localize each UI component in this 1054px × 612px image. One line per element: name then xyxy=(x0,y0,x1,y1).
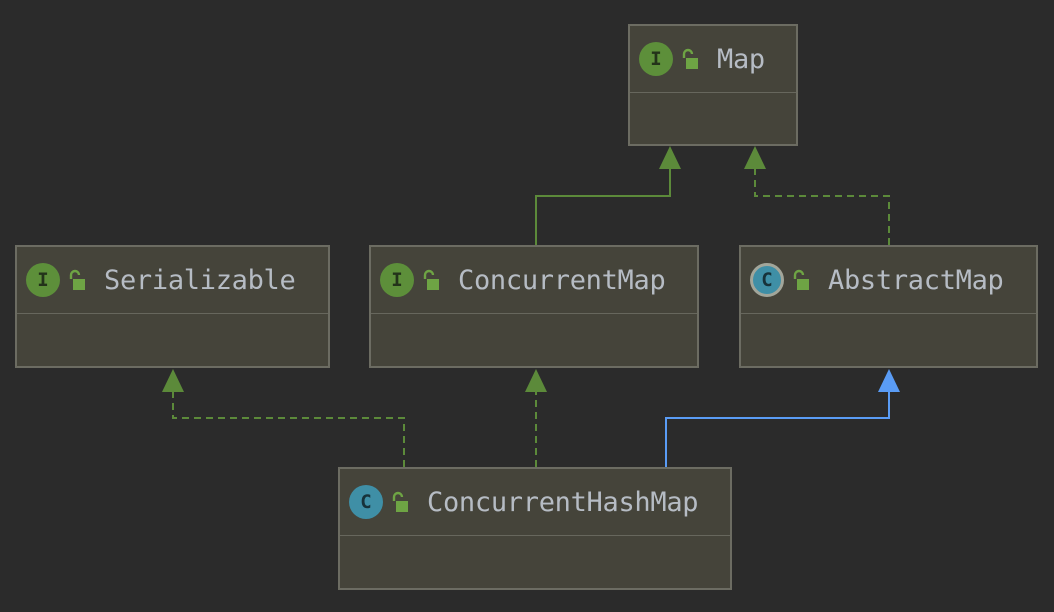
unlocked-icon xyxy=(422,269,440,291)
class-node-header: I ConcurrentMap xyxy=(371,247,697,314)
edge-line xyxy=(665,391,890,467)
edge-abstract-map-to-map xyxy=(744,146,890,245)
class-node-header: I Serializable xyxy=(17,247,328,314)
edge-line xyxy=(754,168,890,245)
class-name: AbstractMap xyxy=(828,264,1004,296)
arrowhead-icon xyxy=(162,369,184,392)
unlocked-icon xyxy=(391,491,409,513)
class-node-concurrent-hash-map[interactable]: C ConcurrentHashMap xyxy=(338,467,732,590)
interface-badge-icon: I xyxy=(26,263,60,297)
edge-concurrent-hash-map-to-serializable xyxy=(162,369,405,467)
interface-badge-icon: I xyxy=(639,42,673,76)
class-node-header: C AbstractMap xyxy=(741,247,1036,314)
class-name: ConcurrentMap xyxy=(458,264,666,296)
class-name: ConcurrentHashMap xyxy=(427,486,699,518)
arrowhead-icon xyxy=(659,146,681,169)
class-node-abstract-map[interactable]: C AbstractMap xyxy=(739,245,1038,368)
class-node-concurrent-map[interactable]: I ConcurrentMap xyxy=(369,245,699,368)
edge-concurrent-hash-map-to-concurrent-map xyxy=(525,369,547,467)
class-name: Serializable xyxy=(104,264,296,296)
unlocked-icon xyxy=(792,269,810,291)
abstract-class-badge-icon: C xyxy=(750,263,784,297)
class-node-map[interactable]: I Map xyxy=(628,24,798,146)
class-node-serializable[interactable]: I Serializable xyxy=(15,245,330,368)
class-name: Map xyxy=(717,43,765,75)
arrowhead-icon xyxy=(525,369,547,392)
unlocked-icon xyxy=(681,48,699,70)
interface-badge-icon: I xyxy=(380,263,414,297)
class-node-header: C ConcurrentHashMap xyxy=(340,469,730,536)
class-badge-icon: C xyxy=(349,485,383,519)
unlocked-icon xyxy=(68,269,86,291)
class-node-header: I Map xyxy=(630,26,796,93)
arrowhead-icon xyxy=(744,146,766,169)
arrowhead-icon xyxy=(878,369,900,392)
edge-line xyxy=(535,168,671,245)
edge-concurrent-map-to-map xyxy=(535,146,681,245)
edge-concurrent-hash-map-to-abstract-map xyxy=(665,369,900,467)
edge-line xyxy=(172,391,405,467)
